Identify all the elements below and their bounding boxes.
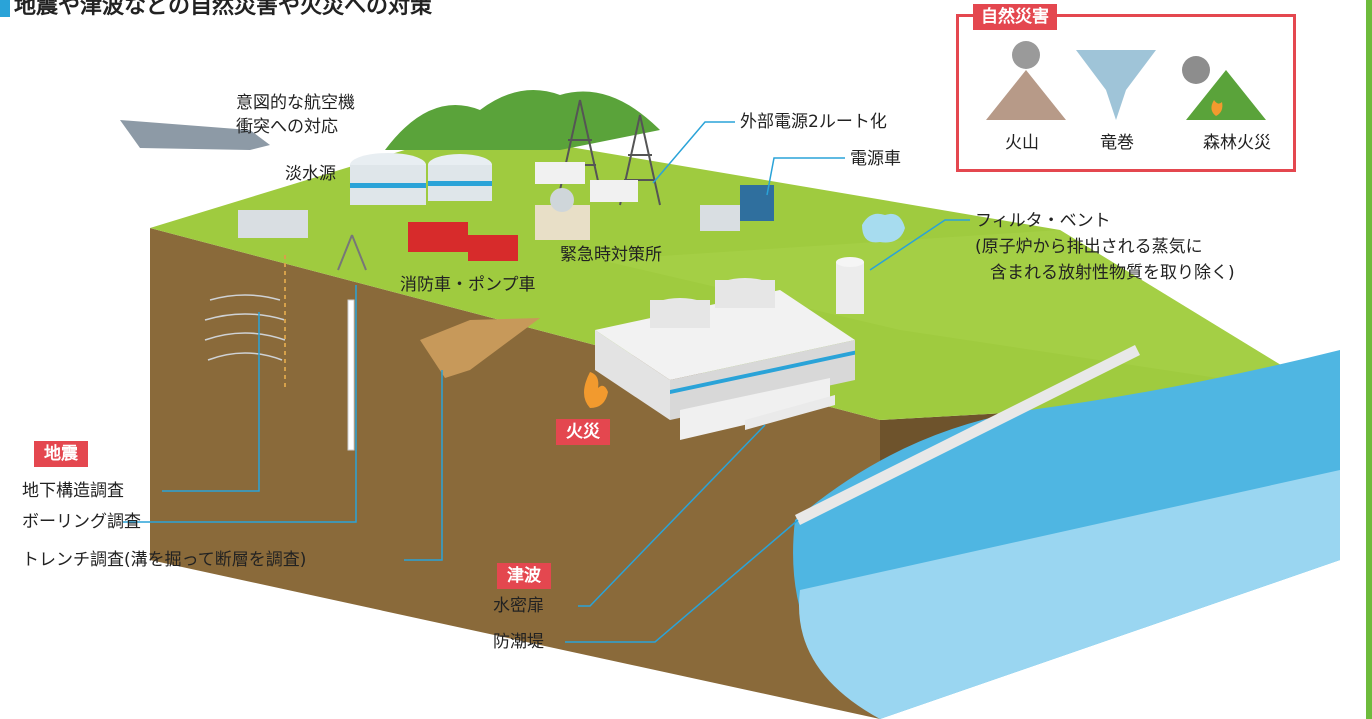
filter-vent-label-line2: (原子炉から排出される蒸気に xyxy=(975,237,1203,257)
earthquake-item-1: 地下構造調査 xyxy=(22,481,124,501)
volcano-icon xyxy=(986,41,1066,120)
seawall xyxy=(795,345,1140,525)
tsunami-item-1: 水密扉 xyxy=(493,596,544,616)
earthquake-tag: 地震 xyxy=(34,441,88,467)
airplane xyxy=(120,120,270,150)
forest-fire-icon xyxy=(1182,56,1266,120)
legend-title: 自然災害 xyxy=(973,4,1057,30)
substation-1 xyxy=(535,162,585,184)
reactor-building xyxy=(595,278,855,440)
legend-label-forest-fire: 森林火災 xyxy=(1203,133,1271,153)
fire-trucks xyxy=(408,222,518,261)
fire-tag: 火災 xyxy=(556,419,610,445)
filter-vent-label-line3: 含まれる放射性物質を取り除く) xyxy=(990,263,1235,283)
emergency-office-label: 緊急時対策所 xyxy=(560,245,662,265)
legend-label-volcano: 火山 xyxy=(1005,133,1039,153)
boring-rig xyxy=(337,234,367,451)
title-marker xyxy=(0,0,10,17)
survey-truck xyxy=(238,210,308,238)
earthquake-item-3: トレンチ調査(溝を掘って断層を調査) xyxy=(22,550,307,570)
power-pylons xyxy=(559,99,661,206)
power-vehicle xyxy=(700,185,774,231)
right-edge-bar xyxy=(1366,0,1372,719)
tsunami-item-2: 防潮堤 xyxy=(493,632,544,652)
aircraft-label-line1: 意図的な航空機 xyxy=(236,93,355,113)
page-title: 地震や津波などの自然災害や火災への対策 xyxy=(0,0,432,20)
freshwater-tanks xyxy=(350,153,492,205)
earthquake-item-2: ボーリング調査 xyxy=(22,512,141,532)
trench xyxy=(420,318,540,378)
external-power-label: 外部電源2ルート化 xyxy=(740,112,887,132)
substation-2 xyxy=(590,180,638,202)
sea-lower xyxy=(799,470,1340,719)
legend-icons xyxy=(986,41,1266,120)
power-vehicle-label: 電源車 xyxy=(850,149,901,169)
legend-label-tornado: 竜巻 xyxy=(1100,133,1134,153)
soil-front-face xyxy=(150,228,880,719)
filter-vent-label-line1: フィルタ・ベント xyxy=(975,211,1111,231)
filter-vent xyxy=(836,213,905,314)
freshwater-label: 淡水源 xyxy=(285,164,336,184)
hills xyxy=(385,90,660,150)
leader-lines xyxy=(123,121,970,643)
fire-trucks-label: 消防車・ポンプ車 xyxy=(400,275,536,295)
tsunami-tag: 津波 xyxy=(497,563,551,589)
aircraft-label-line2: 衝突への対応 xyxy=(236,117,338,137)
seismic-waves xyxy=(204,294,286,361)
tornado-icon xyxy=(1076,50,1156,120)
fire-icon xyxy=(584,372,608,408)
